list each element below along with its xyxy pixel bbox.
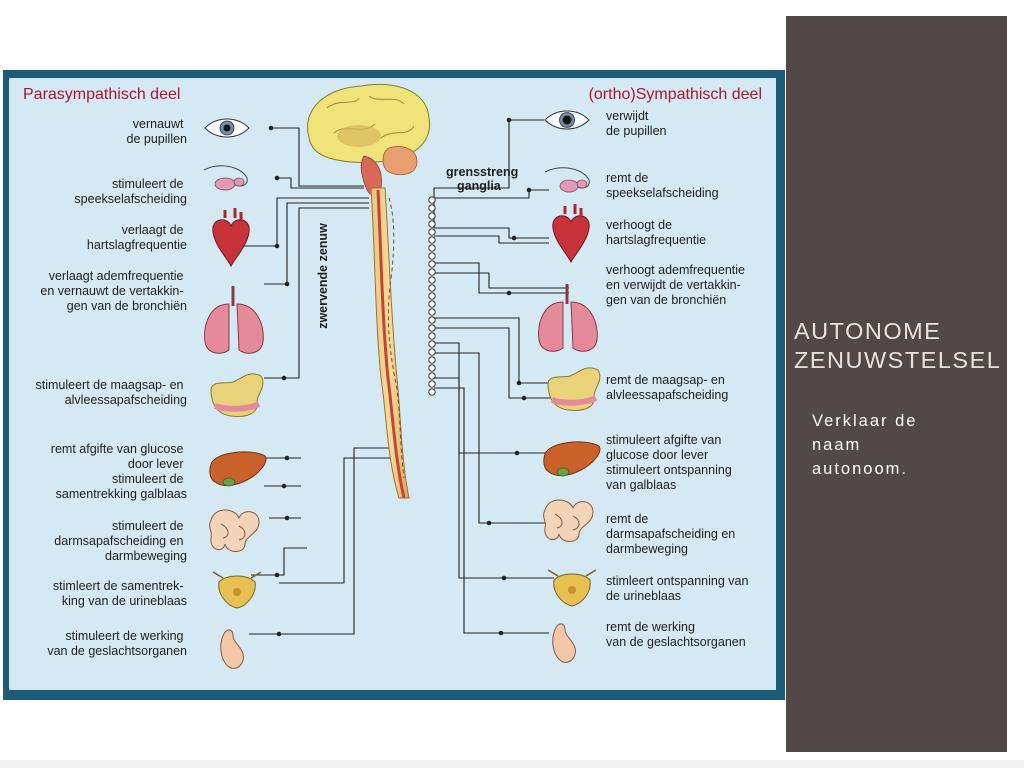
- genitals-icon: [220, 629, 244, 669]
- heart-icon: [552, 204, 590, 264]
- ganglia-label-line1: grensstreng: [446, 165, 518, 179]
- heart-icon: [212, 208, 250, 268]
- right-label-heart: verhoogt de hartslagfrequentie: [606, 218, 706, 247]
- slide-title-line1: AUTONOME: [794, 318, 942, 344]
- right-label-saliva: remt de speekselafscheiding: [606, 171, 719, 200]
- right-label-genitals: remt de werking van de geslachtsorganen: [606, 620, 746, 649]
- liver-icon: [209, 451, 267, 487]
- right-label-pupil: verwijdt de pupillen: [606, 109, 667, 138]
- left-label-pupil: vernauwt de pupillen: [127, 117, 188, 146]
- left-label-saliva: stimuleert de speekselafscheiding: [74, 177, 187, 206]
- sympathetic-header: (ortho)Sympathisch deel: [589, 86, 762, 103]
- left-label-genitals: stimuleert de werking van de geslachtsor…: [47, 629, 187, 658]
- left-label-heart: verlaagt de hartslagfrequentie: [87, 223, 187, 252]
- intestine-icon: [209, 509, 260, 552]
- slide-title-line2: ZENUWSTELSEL: [794, 347, 1002, 373]
- right-label-liver: stimuleert afgifte van glucose door leve…: [606, 433, 735, 492]
- slide-body-text: Verklaar de naam autonoom.: [812, 412, 918, 478]
- slide-bottom-strip: [0, 760, 1024, 768]
- right-label-stomach: remt de maagsap- en alvleessapafscheidin…: [606, 373, 728, 402]
- parasympathetic-header: Parasympathisch deel: [23, 86, 180, 103]
- spinal-cord: [370, 187, 410, 499]
- stomach-icon: [210, 373, 264, 417]
- vagus-nerve-label: zwervende zenuw: [316, 223, 330, 329]
- bladder-icon: [547, 569, 597, 607]
- sidebar-panel: [786, 16, 1007, 752]
- genitals-icon: [552, 623, 576, 663]
- bladder-icon: [212, 571, 262, 609]
- brain-icon: [307, 83, 431, 196]
- left-label-bladder: stimleert de samentrek- king van de urin…: [53, 579, 187, 608]
- eye-icon: [204, 118, 250, 138]
- left-label-stomach: stimuleert de maagsap- en alvleessapafsc…: [36, 378, 188, 407]
- eye-icon: [544, 110, 590, 130]
- left-label-liver: remt afgifte van glucose door lever stim…: [51, 442, 187, 501]
- left-label-lungs: verlaagt ademfrequentie en vernauwt de v…: [40, 269, 187, 313]
- right-label-lungs: verhoogt ademfrequentie en verwijdt de v…: [606, 263, 748, 307]
- ganglia-chain: [428, 196, 436, 396]
- liver-icon: [543, 441, 601, 477]
- salivary-gland-icon: [544, 167, 590, 193]
- sympathetic-labels: verwijdt de pupillen remt de speekselafs…: [606, 109, 752, 649]
- nerve-wires: [244, 119, 569, 635]
- left-label-intestine: stimuleert de darmsapafscheiding en darm…: [54, 519, 187, 563]
- lungs-icon: [204, 286, 264, 354]
- right-label-intestine: remt de darmsapafscheiding en darmbewegi…: [606, 512, 739, 556]
- salivary-gland-icon: [203, 165, 248, 191]
- lungs-icon: [538, 284, 598, 352]
- right-label-bladder: stimleert ontspanning van de urineblaas: [606, 574, 752, 603]
- slide-title: AUTONOME ZENUWSTELSEL: [794, 317, 1009, 375]
- nerve-wire-dots: [268, 117, 532, 637]
- stomach-icon: [547, 367, 601, 411]
- nervous-system-diagram: Parasympathisch deel (ortho)Sympathisch …: [9, 78, 776, 690]
- intestine-icon: [543, 499, 594, 542]
- parasympathetic-labels: vernauwt de pupillen stimuleert de speek…: [36, 117, 188, 658]
- ganglia-label-line2: ganglia: [457, 179, 502, 193]
